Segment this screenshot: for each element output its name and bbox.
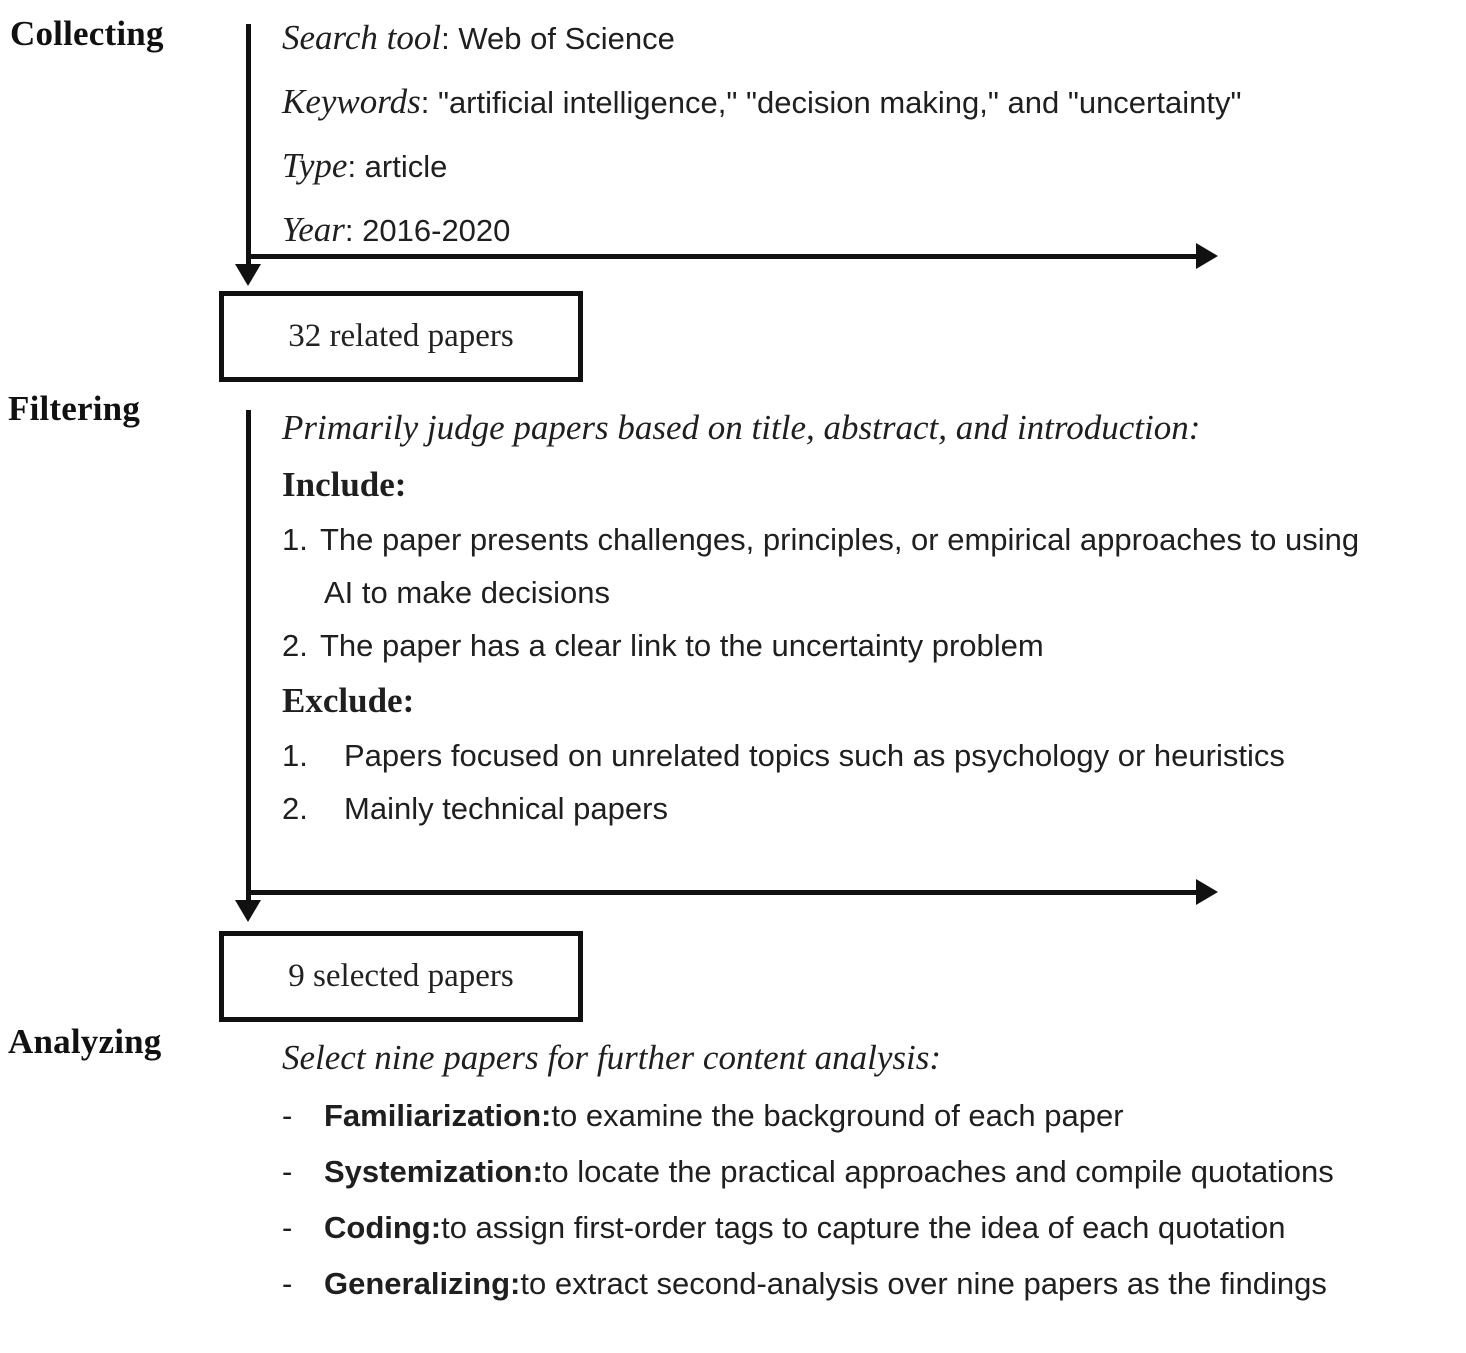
exclude-heading: Exclude: [282,681,415,720]
bullet-dash-icon: - [282,1266,293,1301]
criterion-year: Year: 2016-2020 [282,210,1241,250]
exclude-item-1: 1. Papers focused on unrelated topics suc… [282,738,1359,774]
analyzing-intro: Select nine papers for further content a… [282,1038,942,1077]
filtering-vertical-line [246,410,251,900]
bullet-dash-icon: - [282,1098,293,1133]
arrow-down-icon [235,900,261,922]
stage-label-filtering: Filtering [8,389,141,428]
arrow-right-icon [1196,243,1218,269]
collecting-criteria-list: Search tool: Web of Science Keywords: "a… [282,18,1241,274]
exclude-item-2: 2. Mainly technical papers [282,791,1359,827]
arrow-right-icon [1196,879,1218,905]
analyzing-step-systemization: -Systemization: to locate the practical … [282,1154,1334,1190]
result-box-label: 32 related papers [288,318,514,354]
bullet-dash-icon: - [282,1210,293,1245]
item-number: 2. [282,791,308,826]
step-description: to examine the background of each paper [551,1098,1124,1133]
criterion-key: Search tool [282,18,442,57]
criterion-separator: : [420,85,438,120]
result-box-related-papers: 32 related papers [219,291,583,382]
criterion-type: Type: article [282,146,1241,186]
arrow-down-icon [235,264,261,286]
item-number: 1. [282,738,308,773]
include-item-1: 1. The paper presents challenges, princip… [282,522,1359,558]
step-description: to extract second-analysis over nine pap… [520,1266,1327,1301]
include-heading: Include: [282,465,407,504]
result-box-label: 9 selected papers [288,958,514,994]
collecting-vertical-line [246,24,251,264]
step-term: Familiarization: [324,1098,552,1133]
item-text: Mainly technical papers [344,791,668,826]
criterion-keywords: Keywords: "artificial intelligence," "de… [282,82,1241,122]
include-item-2: 2. The paper has a clear link to the unce… [282,628,1359,664]
item-text: The paper presents challenges, principle… [320,522,1360,557]
include-item-1-continuation: AI to make decisions [324,575,611,610]
stage-label-analyzing: Analyzing [8,1022,162,1061]
filtering-criteria-list: Primarily judge papers based on title, a… [282,408,1359,844]
criterion-key: Type [282,146,348,185]
filtering-horizontal-line [246,890,1206,895]
result-box-selected-papers: 9 selected papers [219,931,583,1022]
criterion-separator: : [441,21,459,56]
step-description: to locate the practical approaches and c… [542,1154,1334,1189]
criterion-search-tool: Search tool: Web of Science [282,18,1241,58]
criterion-key: Keywords [282,82,421,121]
item-text: The paper has a clear link to the uncert… [320,628,1044,663]
step-term: Generalizing: [324,1266,521,1301]
filtering-intro: Primarily judge papers based on title, a… [282,408,1201,447]
bullet-dash-icon: - [282,1154,293,1189]
criterion-value: Web of Science [458,21,675,56]
analyzing-steps-list: Select nine papers for further content a… [282,1038,1334,1322]
criterion-key: Year [282,210,345,249]
stage-label-collecting: Collecting [10,14,164,53]
item-text: Papers focused on unrelated topics such … [344,738,1285,773]
criterion-value: article [364,149,448,184]
item-number: 1. [282,522,308,557]
step-term: Coding: [324,1210,442,1245]
analyzing-step-generalizing: -Generalizing: to extract second-analysi… [282,1266,1334,1302]
analyzing-step-coding: -Coding: to assign first-order tags to c… [282,1210,1334,1246]
criterion-separator: : [347,149,365,184]
step-description: to assign first-order tags to capture th… [441,1210,1286,1245]
item-number: 2. [282,628,308,663]
analyzing-step-familiarization: -Familiarization: to examine the backgro… [282,1098,1334,1134]
criterion-separator: : [344,213,363,248]
collecting-horizontal-line [246,254,1206,259]
criterion-value: 2016-2020 [362,213,511,248]
criterion-value: "artificial intelligence," "decision mak… [437,85,1242,120]
step-term: Systemization: [324,1154,543,1189]
